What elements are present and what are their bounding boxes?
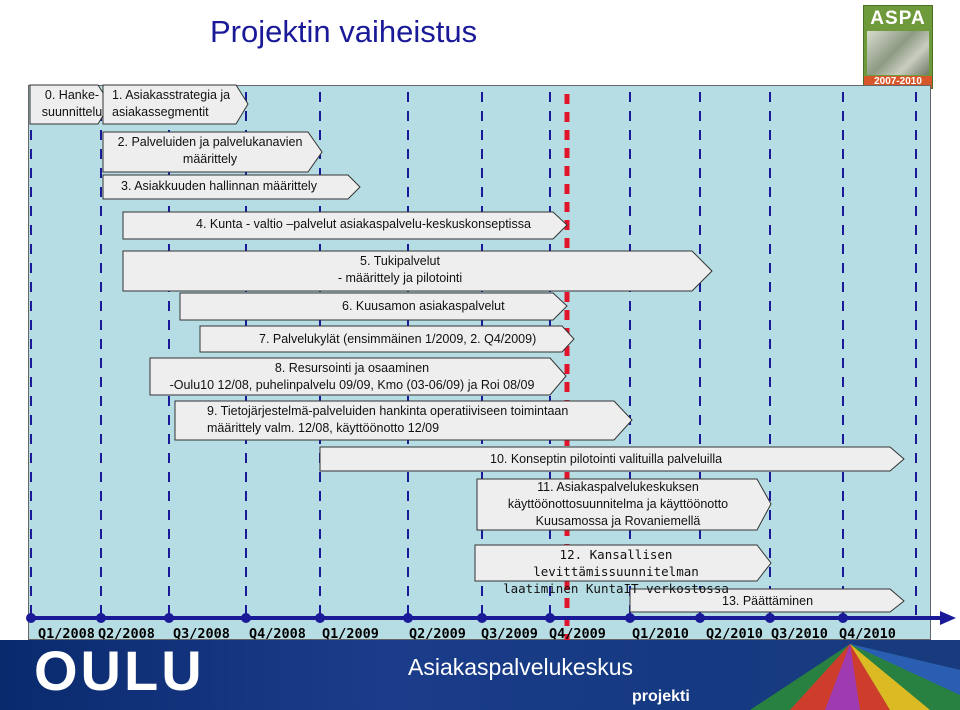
timeline-dot-q4-2008 [241, 613, 251, 623]
phase-9-label: 9. Tietojärjestelmä-palveluiden hankinta… [207, 404, 569, 435]
phase-11-shape [476, 478, 772, 531]
quarter-label: Q1/2009 [322, 626, 379, 642]
timeline-dot-q1-2010 [625, 613, 635, 623]
quarter-label: Q2/2010 [706, 626, 763, 642]
phase-12-label: 12. Kansallisen levittämissuunnitelman l… [503, 547, 729, 596]
quarter-label: Q4/2008 [249, 626, 306, 642]
quarter-label: Q2/2009 [409, 626, 466, 642]
timeline-dot-q3-2009 [477, 613, 487, 623]
phase-6-shape [179, 292, 568, 321]
quarter-label: Q4/2010 [839, 626, 896, 642]
timeline-dot-q2-2009 [403, 613, 413, 623]
phase-4-label: 4. Kunta - valtio –palvelut asiakaspalve… [196, 217, 531, 231]
quarter-label: Q1/2010 [632, 626, 689, 642]
timeline-dot-q1-2009 [315, 613, 325, 623]
phase-1-label: 1. Asiakasstrategia ja asiakassegmentit [112, 88, 231, 119]
timeline-dot-q2-2010 [695, 613, 705, 623]
logo-photo [867, 31, 929, 75]
phase-12-shape [474, 544, 772, 582]
phase-2-label: 2. Palveluiden ja palvelukanavien määrit… [117, 135, 303, 166]
quarter-label: Q3/2009 [481, 626, 538, 642]
kite-decoration [750, 644, 960, 710]
phase-5-shape [122, 250, 713, 292]
footer-subtitle: projekti [632, 688, 690, 705]
phase-7-shape [199, 325, 575, 353]
quarter-label: Q2/2008 [98, 626, 155, 642]
footer-title: Asiakaspalvelukeskus [408, 654, 634, 680]
logo-name: ASPA [870, 8, 926, 29]
phase-7-label: 7. Palvelukylät (ensimmäinen 1/2009, 2. … [259, 332, 537, 346]
timeline-dot-q2-2008 [96, 613, 106, 623]
phase-8-shape [149, 357, 567, 396]
phase-3-label: 3. Asiakkuuden hallinnan määrittely [121, 179, 317, 193]
timeline-dot-q4-2010 [838, 613, 848, 623]
phase-4-shape [122, 211, 568, 240]
phase-11-label: 11. Asiakaspalvelukeskuksen käyttöönotto… [507, 480, 729, 528]
phase-10-label: 10. Konseptin pilotointi valituilla palv… [490, 452, 723, 466]
phase-10-shape [319, 446, 905, 472]
phase-0-label: 0. Hanke- suunnittelu [41, 88, 103, 119]
timeline-dot-q3-2010 [765, 613, 775, 623]
quarter-label: Q1/2008 [38, 626, 95, 642]
timeline-dot-q4-2009 [545, 613, 555, 623]
phase-8-label: 8. Resursointi ja osaaminen -Oulu10 12/0… [169, 361, 535, 392]
phase-1-shape [102, 84, 249, 125]
phase-2-shape [102, 131, 323, 173]
phase-13-label: 13. Päättäminen [722, 594, 814, 608]
phase-6-label: 6. Kuusamon asiakaspalvelut [342, 299, 505, 313]
phase-9-shape [174, 400, 633, 441]
timeline-dot-q3-2008 [164, 613, 174, 623]
footer-org-logo: OULU [34, 639, 205, 702]
quarter-label: Q3/2008 [173, 626, 230, 642]
timeline-axis-arrowhead [940, 611, 956, 625]
timeline-dot-q1-2008 [26, 613, 36, 623]
quarter-label: Q4/2009 [549, 626, 606, 642]
phase-3-shape [102, 174, 361, 200]
phase-13-shape [629, 588, 905, 613]
quarter-label: Q3/2010 [771, 626, 828, 642]
phase-5-label: 5. Tukipalvelut - määrittely ja pilotoin… [337, 254, 463, 285]
page-title: Projektin vaiheistus [210, 14, 478, 49]
